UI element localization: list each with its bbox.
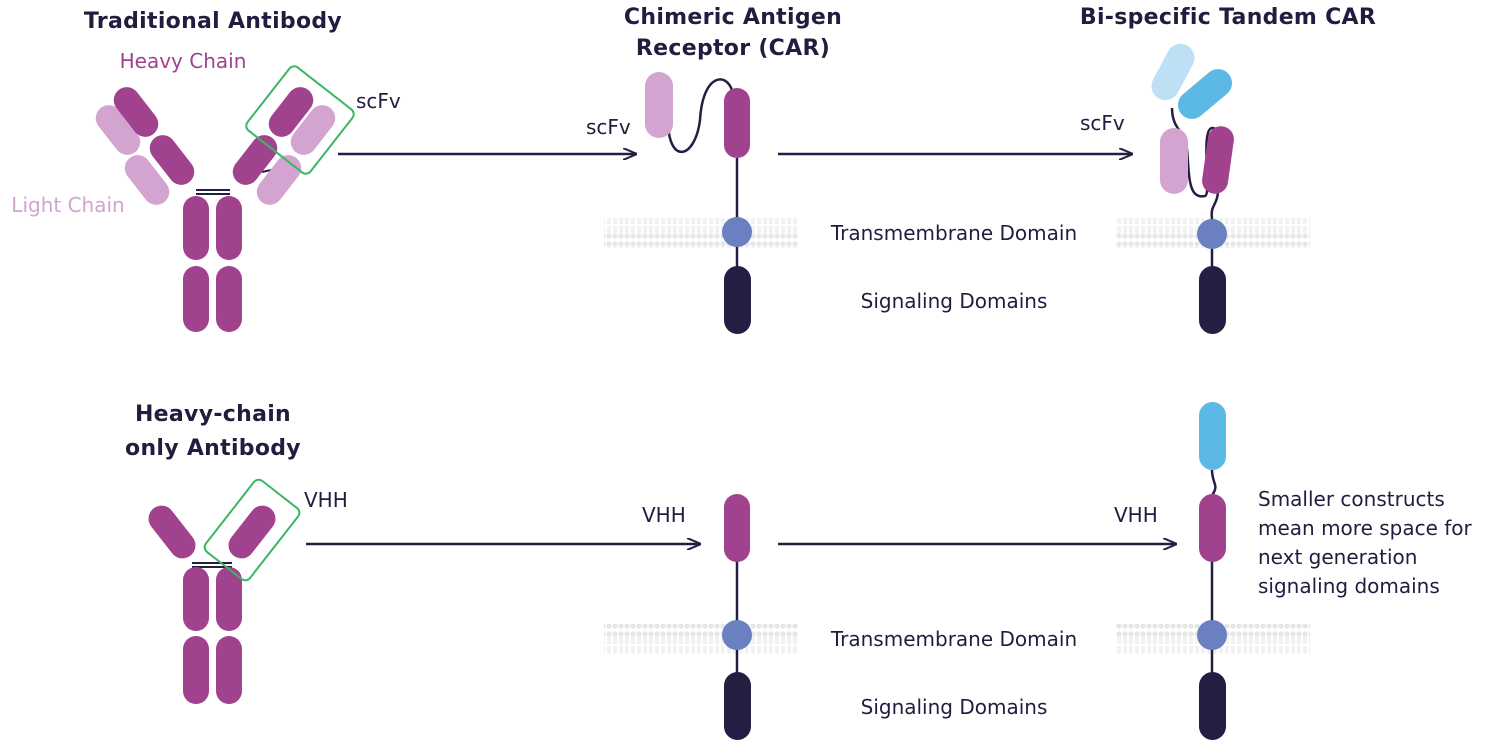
vhh-car-transmembrane-domain bbox=[722, 620, 752, 650]
vhh-tandem-construct: VHH Smaller constructs mean more space f… bbox=[1114, 402, 1473, 740]
tandem-light-domain bbox=[1160, 128, 1188, 194]
vhh-tandem-blue-domain bbox=[1199, 402, 1226, 470]
light-chain-constant-right bbox=[256, 155, 302, 205]
vhh-car-transmembrane-label: Transmembrane Domain bbox=[830, 627, 1077, 651]
vhh-label: VHH bbox=[304, 488, 348, 512]
vhh-tandem-label: VHH bbox=[1114, 503, 1158, 527]
vhh-highlight-box bbox=[203, 478, 301, 582]
tandem-blue-dark-domain bbox=[1177, 69, 1233, 119]
car-light-domain bbox=[645, 72, 673, 138]
tandem-car-construct: Bi-specific Tandem CAR scFv bbox=[1080, 5, 1376, 334]
note-line-1: Smaller constructs bbox=[1258, 487, 1445, 511]
tandem-signaling-domain bbox=[1199, 266, 1226, 334]
car-transmembrane-domain bbox=[722, 217, 752, 247]
light-chain-variable-left bbox=[95, 105, 141, 155]
vhh-tandem-signaling-domain bbox=[1199, 672, 1226, 740]
vhh-car-signaling-label: Signaling Domains bbox=[861, 695, 1048, 719]
car-signaling-domain bbox=[724, 266, 751, 334]
tandem-heavy-domain bbox=[1202, 126, 1234, 194]
membrane-car bbox=[604, 218, 798, 248]
car-title-line2: Receptor (CAR) bbox=[636, 36, 830, 61]
light-chain-variable-right bbox=[290, 105, 336, 155]
scfv-label: scFv bbox=[356, 89, 401, 113]
vhh-arm-right bbox=[228, 505, 276, 559]
heavy-chain-variable-right bbox=[268, 87, 314, 137]
tandem-title: Bi-specific Tandem CAR bbox=[1080, 5, 1376, 30]
vhh-car-construct: VHH Transmembrane Domain Signaling Domai… bbox=[642, 494, 1077, 740]
note-line-3: next generation bbox=[1258, 545, 1417, 569]
vhh-car-signaling-domain bbox=[724, 672, 751, 740]
light-chain-constant-left bbox=[124, 155, 170, 205]
heavy-only-title-line1: Heavy-chain bbox=[135, 402, 291, 427]
vhh-car-label: VHH bbox=[642, 503, 686, 527]
traditional-antibody: Traditional Antibody Heavy Chain Light C… bbox=[11, 9, 401, 332]
tandem-scfv-label: scFv bbox=[1080, 111, 1125, 135]
membrane-vhh-car bbox=[604, 624, 798, 654]
tandem-transmembrane-domain bbox=[1197, 219, 1227, 249]
vhh-arm-left bbox=[148, 505, 196, 559]
tandem-blue-light-domain bbox=[1151, 43, 1195, 101]
heavy-chain-label: Heavy Chain bbox=[120, 49, 247, 73]
traditional-antibody-title: Traditional Antibody bbox=[84, 9, 342, 34]
vhh-tandem-transmembrane-domain bbox=[1197, 620, 1227, 650]
car-scfv-label: scFv bbox=[586, 115, 631, 139]
heavy-chain-only-antibody: Heavy-chain only Antibody VHH bbox=[125, 402, 348, 704]
car-heavy-domain bbox=[724, 88, 750, 158]
note-line-2: mean more space for bbox=[1258, 516, 1473, 540]
car-transmembrane-label: Transmembrane Domain bbox=[830, 221, 1077, 245]
heavy-chain-variable-left bbox=[113, 87, 159, 137]
note-line-4: signaling domains bbox=[1258, 574, 1440, 598]
heavy-chain-constant-right bbox=[232, 135, 278, 185]
scfv-highlight-box bbox=[245, 65, 355, 175]
light-chain-label: Light Chain bbox=[11, 193, 124, 217]
vhh-car-domain bbox=[724, 494, 750, 562]
heavy-only-title-line2: only Antibody bbox=[125, 436, 301, 461]
heavy-chain-constant-left bbox=[149, 135, 195, 185]
car-title-line1: Chimeric Antigen bbox=[624, 5, 842, 30]
car-signaling-label: Signaling Domains bbox=[861, 289, 1048, 313]
car-construct: Chimeric Antigen Receptor (CAR) scFv Tra… bbox=[586, 5, 1077, 334]
vhh-tandem-heavy-domain bbox=[1199, 494, 1226, 562]
